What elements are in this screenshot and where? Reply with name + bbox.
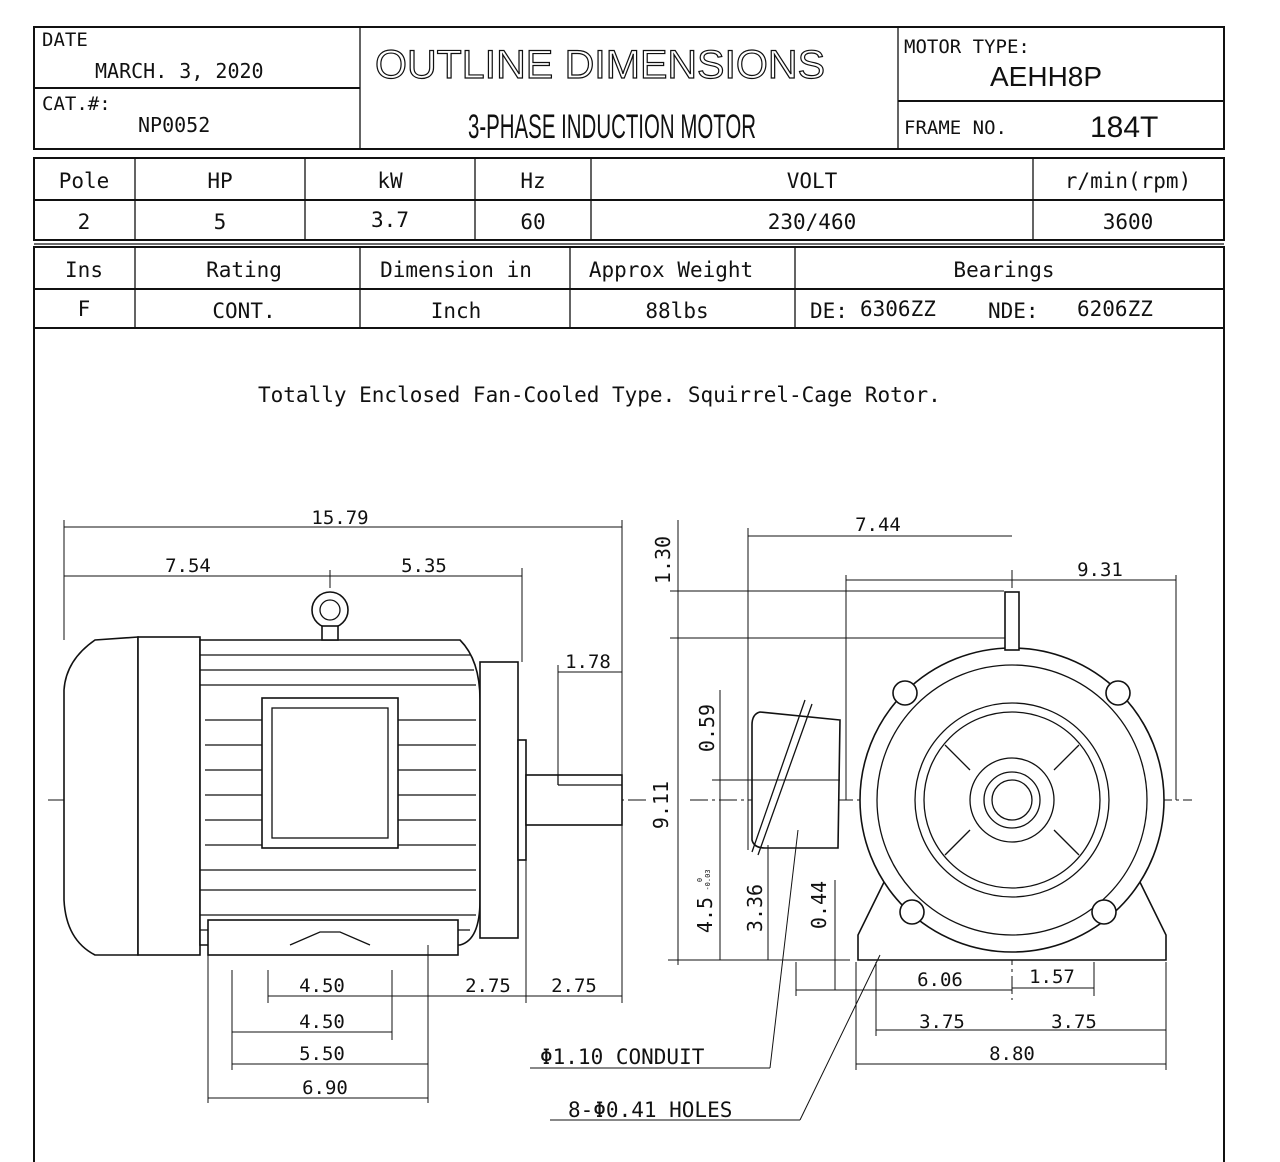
cat-label: CAT.#: xyxy=(42,93,111,115)
eye-bolt xyxy=(311,591,349,629)
dim-rear-to-center: 7.54 xyxy=(165,555,211,577)
dim-center-to-face: 5.35 xyxy=(401,555,447,577)
side-view xyxy=(48,570,650,956)
value-pole: 2 xyxy=(78,210,91,234)
dim-275-b: 2.75 xyxy=(551,975,597,997)
header-hp: HP xyxy=(207,169,232,193)
dim-offset-059: 0.59 xyxy=(695,704,719,752)
date-label: DATE xyxy=(42,29,88,51)
dim-base-450: 4.50 xyxy=(299,1011,345,1033)
terminal-box xyxy=(261,697,399,849)
value-weight: 88lbs xyxy=(645,299,708,323)
frame-value: 184T xyxy=(1090,111,1158,144)
value-hz: 60 xyxy=(520,210,545,234)
value-ins: F xyxy=(78,297,91,321)
dim-880: 8.80 xyxy=(989,1043,1035,1065)
header-rpm: r/min(rpm) xyxy=(1065,169,1191,193)
spec-table-electrical: Pole HP kW Hz VOLT r/min(rpm) 2 5 3.7 60… xyxy=(33,157,1225,245)
motor-description: Totally Enclosed Fan-Cooled Type. Squirr… xyxy=(258,383,941,407)
header-kw: kW xyxy=(377,169,403,193)
bearing-nde-label: NDE: xyxy=(988,299,1039,323)
spec-table-mechanical: Ins Rating Dimension in Approx Weight Be… xyxy=(33,246,1225,329)
dim-width-744: 7.44 xyxy=(855,514,901,536)
value-kw: 3.7 xyxy=(371,208,409,232)
bearing-de-label: DE: xyxy=(810,299,848,323)
date-value: MARCH. 3, 2020 xyxy=(95,59,264,83)
tolerance-lower: -0.03 xyxy=(704,869,712,890)
dim-base-690: 6.90 xyxy=(302,1077,348,1099)
header-volt: VOLT xyxy=(787,169,838,193)
dim-275-a: 2.75 xyxy=(465,975,511,997)
value-rpm: 3600 xyxy=(1103,210,1154,234)
shaft xyxy=(525,774,623,826)
header-rating: Rating xyxy=(206,258,282,282)
dim-height-336: 3.36 xyxy=(743,884,767,932)
dim-base-550: 5.50 xyxy=(299,1043,345,1065)
motor-type-value: AEHH8P xyxy=(990,61,1102,92)
front-view-dimensions: 7.44 9.31 6.06 1.57 3.75 3.75 8.80 1.30 … xyxy=(530,514,1177,1122)
value-dimension: Inch xyxy=(431,299,482,323)
page-title: OUTLINE DIMENSIONS xyxy=(375,43,825,87)
front-view xyxy=(690,570,1192,1000)
cat-value: NP0052 xyxy=(138,113,210,137)
header-bearings: Bearings xyxy=(953,258,1054,282)
tolerance-upper: 0 xyxy=(696,878,704,882)
header-weight: Approx Weight xyxy=(589,258,753,282)
dim-375-a: 3.75 xyxy=(919,1011,965,1033)
title-block: DATE MARCH. 3, 2020 CAT.#: NP0052 OUTLIN… xyxy=(33,26,1225,150)
dim-606: 6.06 xyxy=(917,969,963,991)
page-subtitle: 3-PHASE INDUCTION MOTOR xyxy=(468,108,756,146)
side-view-dimensions: 15.79 7.54 5.35 1.78 4.50 2.75 2.75 4.50… xyxy=(63,507,623,1103)
dim-foot-044: 0.44 xyxy=(807,881,831,929)
dim-feet-spacing: 4.50 xyxy=(299,975,345,997)
dim-375-b: 3.75 xyxy=(1051,1011,1097,1033)
value-volt: 230/460 xyxy=(768,210,857,234)
dim-width-931: 9.31 xyxy=(1077,559,1123,581)
dim-shaft-height: 4.5 xyxy=(693,897,717,933)
bearing-nde-value: 6206ZZ xyxy=(1077,297,1153,321)
conduit-note: Φ1.10 CONDUIT xyxy=(540,1045,705,1069)
dim-157: 1.57 xyxy=(1029,966,1075,988)
frame-label: FRAME NO. xyxy=(904,117,1007,139)
motor-type-label: MOTOR TYPE: xyxy=(904,36,1030,58)
dim-height-911: 9.11 xyxy=(649,781,673,829)
holes-note: 8-Φ0.41 HOLES xyxy=(568,1098,732,1122)
value-rating: CONT. xyxy=(212,299,275,323)
header-pole: Pole xyxy=(59,169,110,193)
dim-overall-length: 15.79 xyxy=(311,507,368,529)
header-hz: Hz xyxy=(520,169,545,193)
bearing-de-value: 6306ZZ xyxy=(860,297,936,321)
header-dimension: Dimension in xyxy=(380,258,532,282)
dim-height-130: 1.30 xyxy=(651,536,675,584)
value-hp: 5 xyxy=(214,210,227,234)
dim-shaft-key: 1.78 xyxy=(565,651,611,673)
header-ins: Ins xyxy=(65,258,103,282)
